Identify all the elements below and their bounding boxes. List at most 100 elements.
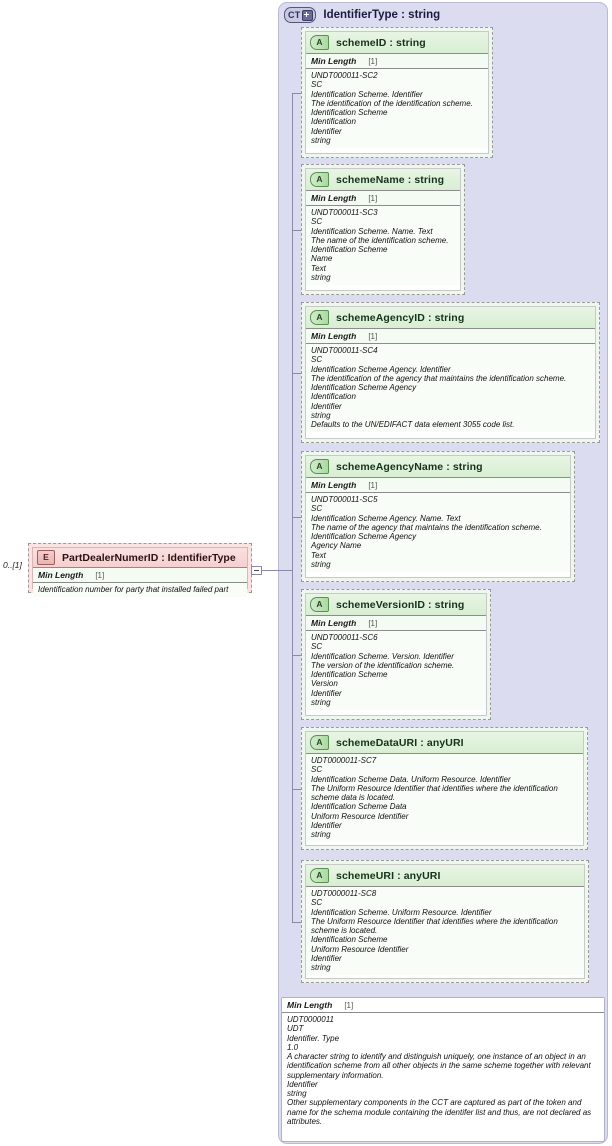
doc-line: Identification Scheme Agency. Name. Text bbox=[311, 513, 461, 523]
element-box-inner: E PartDealerNumerID : IdentifierType Min… bbox=[32, 547, 248, 598]
doc-line: Identifier bbox=[311, 820, 342, 830]
doc-line: UNDT000011-SC6 bbox=[311, 633, 378, 642]
doc-line: Version bbox=[311, 679, 338, 689]
facet-name: Min Length bbox=[38, 570, 84, 580]
doc-line: Identifier bbox=[311, 688, 342, 698]
facet-cardinality: [1] bbox=[368, 194, 378, 203]
element-facet-row: Min Length [1] bbox=[33, 567, 247, 582]
doc-line: SC bbox=[311, 898, 323, 908]
doc-line: SC bbox=[311, 504, 323, 514]
attribute-facet-row: Min Length [1] bbox=[306, 190, 460, 205]
doc-line: Identification Scheme bbox=[311, 670, 388, 680]
doc-line: A character string to identify and disti… bbox=[287, 1052, 591, 1080]
complextype-facet-row: Min Length [1] bbox=[282, 998, 604, 1012]
facet-name: Min Length bbox=[311, 618, 357, 628]
element-name: PartDealerNumerID : IdentifierType bbox=[62, 551, 236, 564]
doc-line: Identification Scheme. Uniform Resource.… bbox=[311, 907, 492, 917]
doc-line: UNDT000011-SC5 bbox=[311, 495, 378, 504]
attribute-name: schemeAgencyName : string bbox=[336, 460, 483, 473]
doc-line: string bbox=[311, 410, 331, 420]
doc-line: Identifier. Type bbox=[287, 1033, 340, 1043]
attribute-badge: A bbox=[310, 35, 329, 50]
doc-line: string bbox=[311, 830, 331, 840]
facet-name: Min Length bbox=[311, 193, 357, 203]
facet-name: Min Length bbox=[311, 331, 357, 341]
doc-line: UDT0000011-SC7 bbox=[311, 756, 377, 765]
attribute-badge: A bbox=[310, 868, 329, 883]
minus-collapse-icon[interactable] bbox=[251, 566, 262, 575]
doc-line: Name bbox=[311, 254, 333, 264]
doc-line: Defaults to the UN/EDIFACT data element … bbox=[311, 420, 515, 430]
attribute-name: schemeURI : anyURI bbox=[336, 869, 441, 882]
doc-line: Uniform Resource Identifier bbox=[311, 944, 409, 954]
facet-cardinality: [1] bbox=[344, 1001, 354, 1010]
element-to-type-connector bbox=[262, 570, 292, 571]
attribute-name: schemeAgencyID : string bbox=[336, 311, 465, 324]
doc-line: Other supplementary components in the CC… bbox=[287, 1098, 592, 1126]
doc-line: UDT0000011 bbox=[287, 1015, 334, 1024]
doc-line: UDT bbox=[287, 1024, 304, 1034]
complextype-header[interactable]: CT IdentifierType : string bbox=[284, 4, 440, 26]
attribute-trunk-line bbox=[292, 93, 293, 922]
doc-line: SC bbox=[311, 355, 323, 365]
doc-line: string bbox=[311, 135, 331, 145]
doc-line: Agency Name bbox=[311, 541, 362, 551]
doc-line: Identification Scheme. Version. Identifi… bbox=[311, 651, 454, 661]
doc-line: Identification Scheme Agency bbox=[311, 383, 417, 393]
attribute-connector bbox=[292, 230, 301, 231]
doc-line: Identification Scheme Data bbox=[311, 802, 407, 812]
element-documentation: Identification number for party that ins… bbox=[33, 582, 247, 598]
doc-line: Identification Scheme Data. Uniform Reso… bbox=[311, 774, 511, 784]
doc-line: The Uniform Resource Identifier that ide… bbox=[311, 916, 558, 936]
attribute-badge: A bbox=[310, 459, 329, 474]
doc-line: Identification Scheme bbox=[311, 245, 388, 255]
complextype-badge[interactable]: CT bbox=[284, 7, 317, 23]
doc-line: Identification Scheme bbox=[311, 935, 388, 945]
attribute-name: schemeID : string bbox=[336, 36, 426, 49]
attribute-name: schemeName : string bbox=[336, 173, 445, 186]
doc-line: string bbox=[311, 697, 331, 707]
doc-line: The version of the identification scheme… bbox=[311, 660, 455, 670]
doc-line: string bbox=[287, 1089, 307, 1099]
plus-icon[interactable] bbox=[302, 9, 314, 21]
element-box[interactable]: E PartDealerNumerID : IdentifierType Min… bbox=[28, 543, 252, 598]
element-badge: E bbox=[37, 550, 55, 565]
attribute-facet-row: Min Length[1] bbox=[306, 477, 570, 492]
doc-line: UNDT000011-SC3 bbox=[311, 208, 378, 217]
element-title-row: E PartDealerNumerID : IdentifierType bbox=[33, 548, 247, 567]
attribute-connector bbox=[292, 373, 301, 374]
attribute-connector bbox=[292, 789, 301, 790]
doc-line: Identification bbox=[311, 392, 356, 402]
complextype-title: IdentifierType : string bbox=[323, 9, 441, 21]
doc-line: SC bbox=[311, 217, 323, 227]
element-cardinality: 0..[1] bbox=[3, 560, 22, 570]
doc-line: The name of the agency that maintains th… bbox=[311, 522, 542, 532]
attribute-badge: A bbox=[310, 310, 329, 325]
facet-name: Min Length bbox=[311, 480, 357, 490]
doc-line: Identifier bbox=[311, 401, 342, 411]
doc-line: UDT0000011-SC8 bbox=[311, 889, 377, 898]
